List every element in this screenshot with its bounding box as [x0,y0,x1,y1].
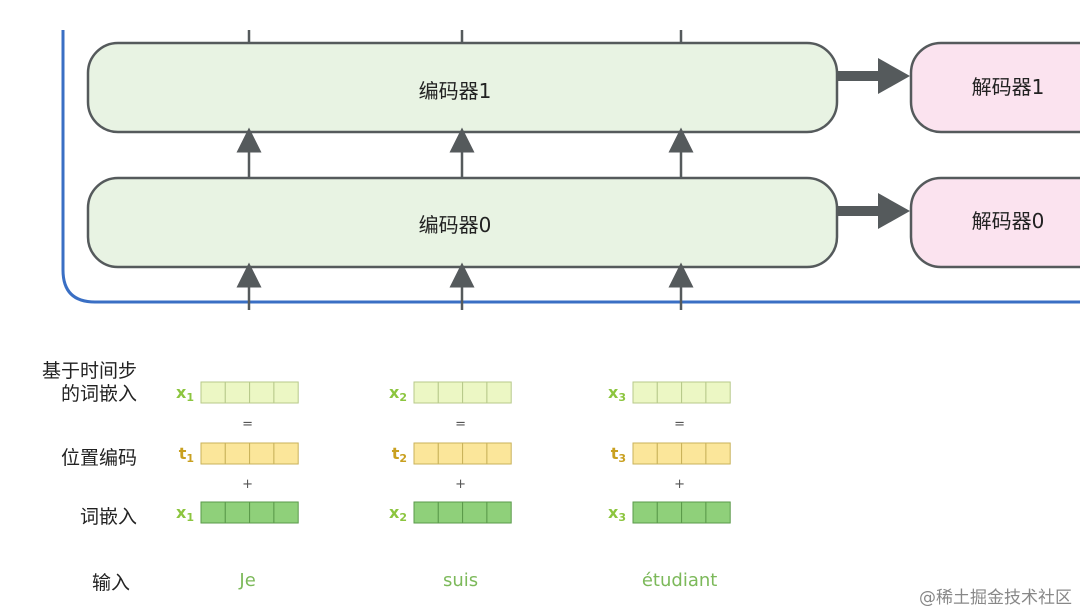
vector-cell [200,442,226,465]
label-input: 输入 [92,572,130,594]
vector-cell [224,381,251,404]
vector-cell [705,442,731,465]
encoder-0-box: 编码器0 [86,176,839,269]
x-label-2: x2 [389,503,407,524]
vector-cell [273,442,299,465]
vector-cell [462,442,488,465]
vector-cell [200,381,226,404]
label-timestep-embedding-line2: 的词嵌入 [61,383,137,405]
vector-cell [462,501,488,524]
vector-cell [632,442,658,465]
word-embedding-vector-3: x3 [608,501,731,524]
watermark: @稀土掘金技术社区 [919,588,1072,608]
vector-cell [656,501,683,524]
input-word-2: suis [443,570,478,591]
plus-sign: + [674,477,685,492]
vector-column-2: x2 t2 x2 = + suis [389,381,512,591]
vector-cell [656,442,683,465]
vector-cell [224,442,251,465]
x-label-2: x2 [389,383,407,404]
decoder-1-box: 解码器1 [909,41,1080,134]
vector-cell [224,501,251,524]
label-timestep-embedding-line1: 基于时间步 [42,360,137,382]
decoder-0-label: 解码器0 [972,209,1045,233]
vector-cell [249,381,275,404]
equals-sign: = [242,417,253,432]
timestep-embedding-vector-1: x1 [176,381,299,404]
positional-encoding-vector-3: t3 [611,442,731,465]
t-label-2: t2 [392,444,407,465]
vector-cell [249,442,275,465]
vector-columns: x1 t1 x1 = + Je x2 t2 x2 = + suis x3 t3 x3 = + étudiant [176,381,731,591]
equals-sign: = [455,417,466,432]
encoder-1-box: 编码器1 [86,41,839,134]
arrow-enc0-dec0 [837,193,910,229]
decoder-1-label: 解码器1 [972,75,1045,99]
word-embedding-vector-2: x2 [389,501,512,524]
t-label-3: t3 [611,444,626,465]
x-label-3: x3 [608,383,626,404]
x-label-3: x3 [608,503,626,524]
encoder-stack-frame [61,30,1080,304]
timestep-embedding-vector-2: x2 [389,381,512,404]
x-label-1: x1 [176,503,194,524]
vector-cell [437,442,464,465]
vector-column-1: x1 t1 x1 = + Je [176,381,299,591]
vector-cell [437,381,464,404]
input-word-1: Je [238,570,255,591]
vector-cell [437,501,464,524]
t-label-1: t1 [179,444,194,465]
equals-sign: = [674,417,685,432]
encoder-1-label: 编码器1 [419,79,492,103]
vector-cell [486,442,512,465]
decoder-0-box: 解码器0 [909,176,1080,269]
x-label-1: x1 [176,383,194,404]
vector-cell [656,381,683,404]
input-word-3: étudiant [642,570,717,591]
vector-cell [413,501,439,524]
vector-cell [632,381,658,404]
vector-cell [200,501,226,524]
label-positional-encoding: 位置编码 [61,447,137,469]
vector-cell [413,442,439,465]
vector-cell [273,381,299,404]
vector-cell [249,501,275,524]
vector-cell [681,501,707,524]
vector-cell [632,501,658,524]
label-word-embedding: 词嵌入 [80,506,137,528]
vector-cell [486,381,512,404]
vector-cell [462,381,488,404]
vector-cell [273,501,299,524]
positional-encoding-vector-1: t1 [179,442,299,465]
vector-cell [681,381,707,404]
timestep-embedding-vector-3: x3 [608,381,731,404]
vector-column-3: x3 t3 x3 = + étudiant [608,381,731,591]
arrow-enc1-dec1 [837,58,910,94]
plus-sign: + [242,477,253,492]
positional-encoding-vector-2: t2 [392,442,512,465]
vector-cell [413,381,439,404]
vector-cell [681,442,707,465]
vector-cell [705,501,731,524]
encoder-0-label: 编码器0 [419,213,492,237]
vector-cell [705,381,731,404]
vector-cell [486,501,512,524]
word-embedding-vector-1: x1 [176,501,299,524]
plus-sign: + [455,477,466,492]
